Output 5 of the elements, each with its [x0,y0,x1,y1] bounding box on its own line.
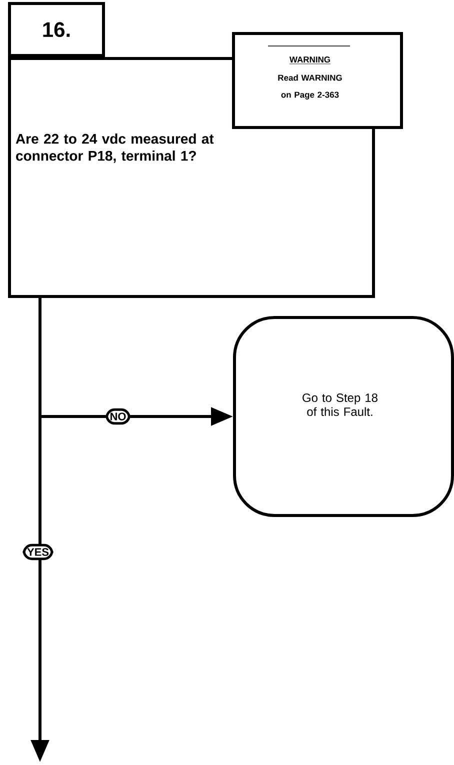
warning-box: WARNING Read WARNING on Page 2-363 [232,32,403,129]
node-label: 16. [43,22,70,38]
edge-label: YES [22,544,54,560]
edge-label: NO [106,408,130,425]
terminal-box: Go to Step 18 of this Fault. [233,316,454,517]
